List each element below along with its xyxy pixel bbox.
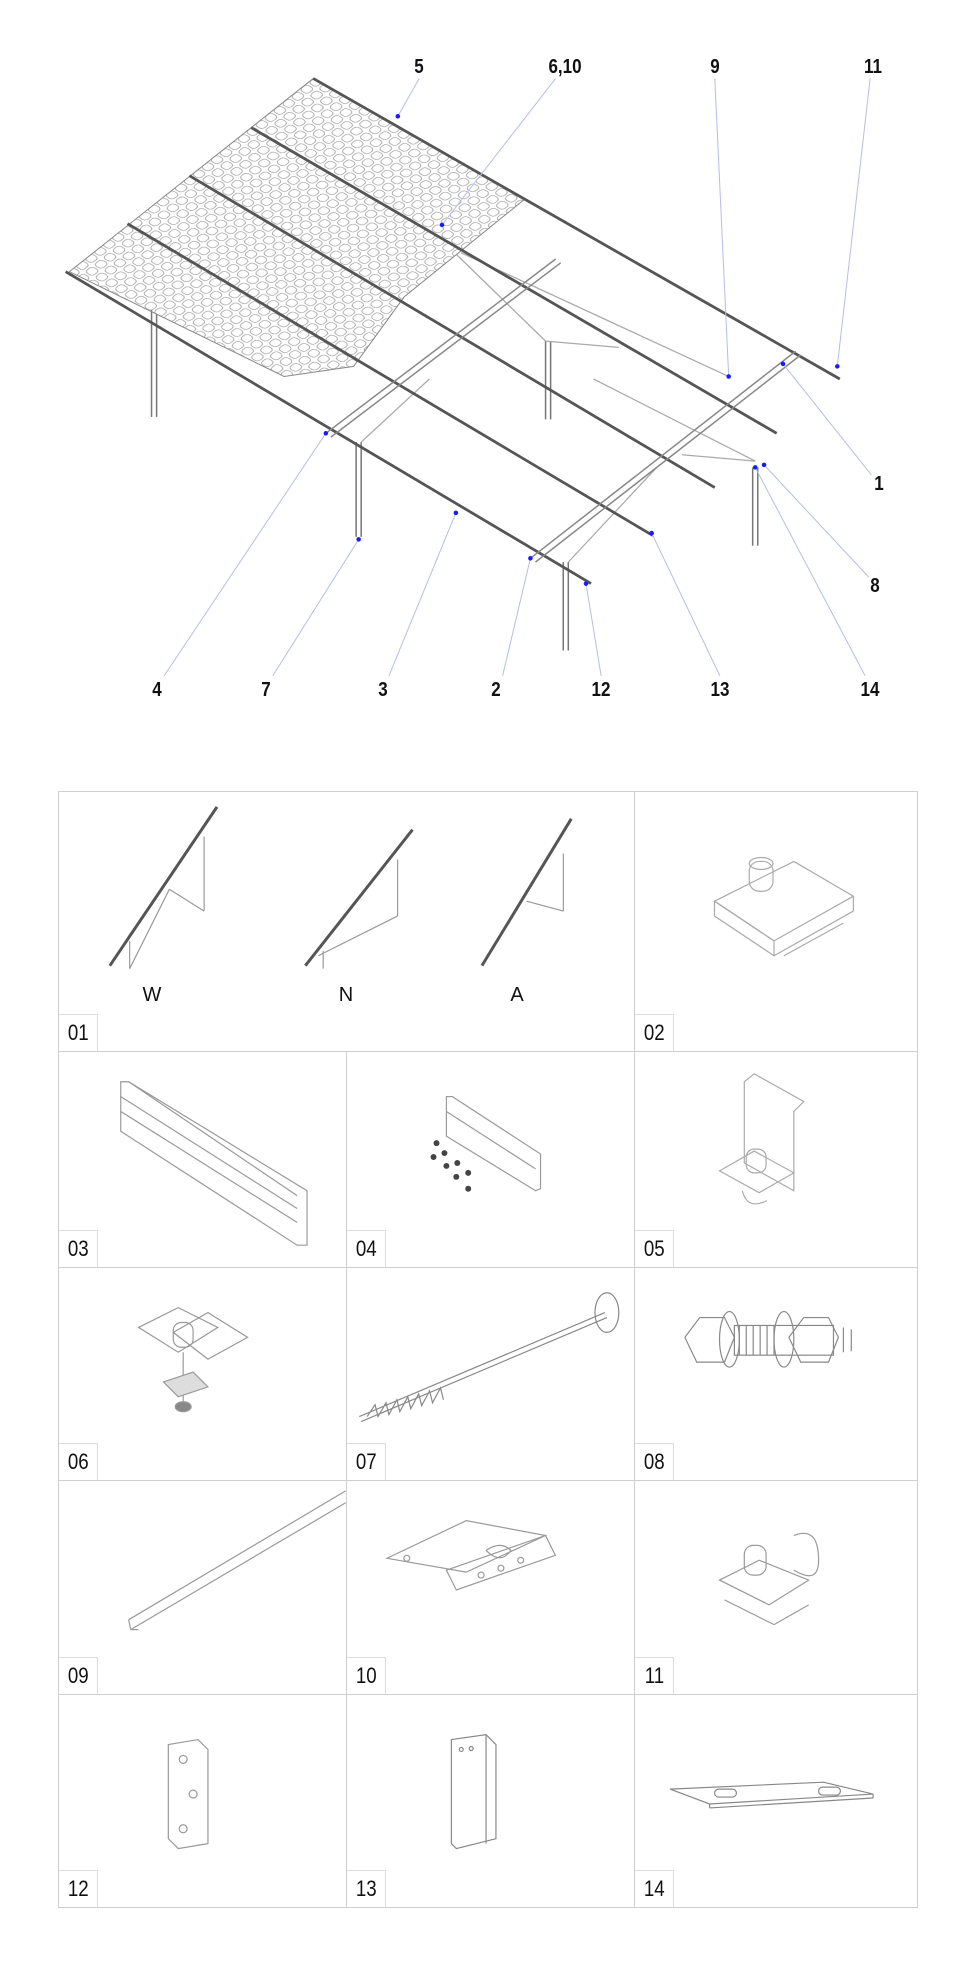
part-number: 01 xyxy=(59,1014,98,1051)
part-12-cell: 12 xyxy=(58,1694,347,1908)
part-05-cell: 05 xyxy=(634,1051,918,1268)
callout-1: 1 xyxy=(874,473,884,495)
callout-11: 11 xyxy=(864,56,882,78)
callout-3: 3 xyxy=(378,679,388,701)
part-number: 09 xyxy=(59,1657,98,1694)
grounding-clamp-drawing xyxy=(137,1306,249,1413)
part-number: 05 xyxy=(635,1230,674,1267)
end-stop-clamp-drawing xyxy=(718,1532,820,1626)
callout-9: 9 xyxy=(710,56,720,78)
part-14-cell: 14 xyxy=(634,1694,918,1908)
rails xyxy=(64,77,841,585)
brace-angle-drawing xyxy=(128,1490,346,1631)
ground-screws xyxy=(150,309,759,651)
base-plate-drawing xyxy=(669,1781,874,1809)
arrowheads xyxy=(323,114,840,586)
end-clamp-drawing xyxy=(718,1073,805,1205)
part-02-cell: 02 xyxy=(634,791,918,1052)
part-number: 03 xyxy=(59,1230,98,1267)
assembly-drawing xyxy=(64,77,872,677)
cross-beams xyxy=(325,258,802,563)
part-11-cell: 11 xyxy=(634,1480,918,1695)
callout-7: 7 xyxy=(261,679,271,701)
variant-a-label: A xyxy=(510,984,524,1006)
leg-plate-drawing xyxy=(167,1738,209,1850)
part-number: 14 xyxy=(635,1870,674,1907)
part-04-cell: 04 xyxy=(346,1051,635,1268)
callout-13: 13 xyxy=(710,679,730,701)
variant-n-label: N xyxy=(338,984,354,1006)
solar-panels xyxy=(68,77,525,377)
part-number: 12 xyxy=(59,1870,98,1907)
variant-w-label: W xyxy=(142,984,162,1006)
part-number: 02 xyxy=(635,1014,674,1051)
callout-14: 14 xyxy=(860,679,880,701)
part-13-cell: 13 xyxy=(346,1694,635,1908)
rail-drawing xyxy=(120,1081,308,1246)
braces xyxy=(360,252,756,563)
part-number: 08 xyxy=(635,1443,674,1480)
part-01-cell: W N A 01 xyxy=(58,791,635,1052)
part-number: 04 xyxy=(347,1230,386,1267)
part-03-cell: 03 xyxy=(58,1051,347,1268)
part-number: 07 xyxy=(347,1443,386,1480)
callout-5: 5 xyxy=(414,56,424,78)
part-06-cell: 06 xyxy=(58,1267,347,1481)
callout-12: 12 xyxy=(591,679,611,701)
bracket-plate-drawing xyxy=(385,1520,557,1591)
rail-splice-drawing xyxy=(430,1095,542,1192)
end-cap-drawing xyxy=(450,1733,497,1850)
callout-2: 2 xyxy=(491,679,501,701)
leader-lines xyxy=(163,78,872,677)
part-number: 06 xyxy=(59,1443,98,1480)
part-09-cell: 09 xyxy=(58,1480,347,1695)
callout-6-10: 6,10 xyxy=(548,56,582,78)
solar-mount-assembly-diagram: 5 6,10 9 11 1 8 4 7 3 2 12 13 14 xyxy=(0,0,980,758)
part-07-cell: 07 xyxy=(346,1267,635,1481)
callout-8: 8 xyxy=(870,575,880,597)
part-number: 10 xyxy=(347,1657,386,1694)
part-number: 11 xyxy=(635,1657,674,1694)
callout-4: 4 xyxy=(152,679,162,701)
part-number: 13 xyxy=(347,1870,386,1907)
triangle-frames-drawing xyxy=(108,806,573,969)
part-08-cell: 08 xyxy=(634,1267,918,1481)
ground-screw-drawing xyxy=(359,1292,620,1423)
part-10-cell: 10 xyxy=(346,1480,635,1695)
mid-clamp-drawing xyxy=(713,856,855,957)
bolt-nut-drawing xyxy=(684,1310,852,1368)
